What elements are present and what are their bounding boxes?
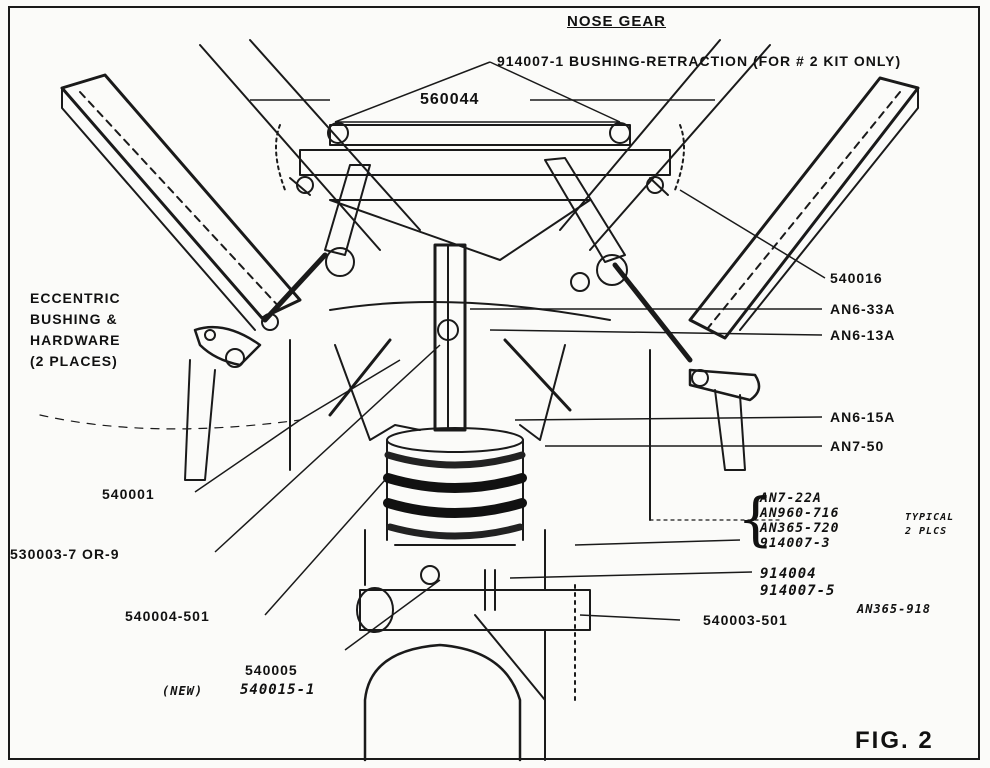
typical-line-2: AN960-716: [760, 506, 840, 521]
callout-540004: 540004-501: [125, 608, 210, 624]
callout-eccentric-bushing: ECCENTRIC BUSHING & HARDWARE (2 PLACES): [30, 288, 121, 372]
typical-brace: {: [737, 485, 775, 553]
left-drag-link: [261, 164, 371, 331]
left-beam: [60, 73, 302, 331]
callout-new: (NEW): [162, 684, 204, 698]
spring-stack: [383, 427, 527, 546]
typical-line-3: AN365-720: [760, 521, 840, 536]
typical-line-1: AN7-22A: [760, 491, 822, 506]
eccentric-line-1: ECCENTRIC: [30, 290, 121, 306]
typical-note-2: 2 PLCS: [905, 526, 948, 537]
right-upper-strut-2: [559, 39, 721, 231]
right-upper-strut: [589, 44, 771, 251]
callout-bushing-retraction: 914007-1 BUSHING-RETRACTION (FOR # 2 KIT…: [497, 53, 902, 69]
callout-914007-5: 914007-5: [760, 583, 836, 599]
typical-note-1: TYPICAL: [905, 512, 955, 523]
callout-540003: 540003-501: [703, 612, 788, 628]
eccentric-line-4: (2 PLACES): [30, 353, 118, 369]
right-bracket: [688, 368, 761, 471]
right-beam: [688, 76, 920, 340]
callout-540001: 540001: [102, 486, 155, 502]
retraction-tube: [275, 122, 685, 196]
diagram-title: NOSE GEAR: [567, 13, 667, 30]
callout-914004: 914004: [760, 566, 817, 582]
callout-540015: 540015-1: [240, 682, 316, 698]
eccentric-line-2: BUSHING &: [30, 311, 118, 327]
eccentric-line-3: HARDWARE: [30, 332, 121, 348]
callout-an7-50: AN7-50: [830, 438, 885, 454]
leader-lines: [194, 61, 826, 651]
callout-540016: 540016: [830, 270, 883, 286]
callout-530003: 530003-7 OR-9: [10, 546, 120, 562]
callout-an365-918: AN365-918: [857, 602, 932, 616]
left-upper-strut: [199, 44, 381, 251]
figure-number: FIG. 2: [855, 727, 934, 754]
left-bracket: [184, 325, 262, 481]
lower-housing: [356, 529, 591, 762]
diagram-border: [8, 6, 980, 760]
callout-560044: 560044: [420, 91, 480, 108]
right-drag-link: [544, 157, 693, 363]
typical-line-4: 914007-3: [760, 536, 831, 551]
callout-typical-note: TYPICAL 2 PLCS: [905, 511, 954, 539]
oleo-strut: [328, 243, 572, 432]
callout-an6-13a: AN6-13A: [830, 327, 896, 343]
callout-an6-15a: AN6-15A: [830, 409, 896, 425]
callout-an6-33a: AN6-33A: [830, 301, 896, 317]
left-upper-strut-2: [249, 39, 421, 231]
callout-540005: 540005: [245, 662, 298, 678]
callout-typical-group: AN7-22A AN960-716 AN365-720 914007-3: [760, 491, 839, 551]
